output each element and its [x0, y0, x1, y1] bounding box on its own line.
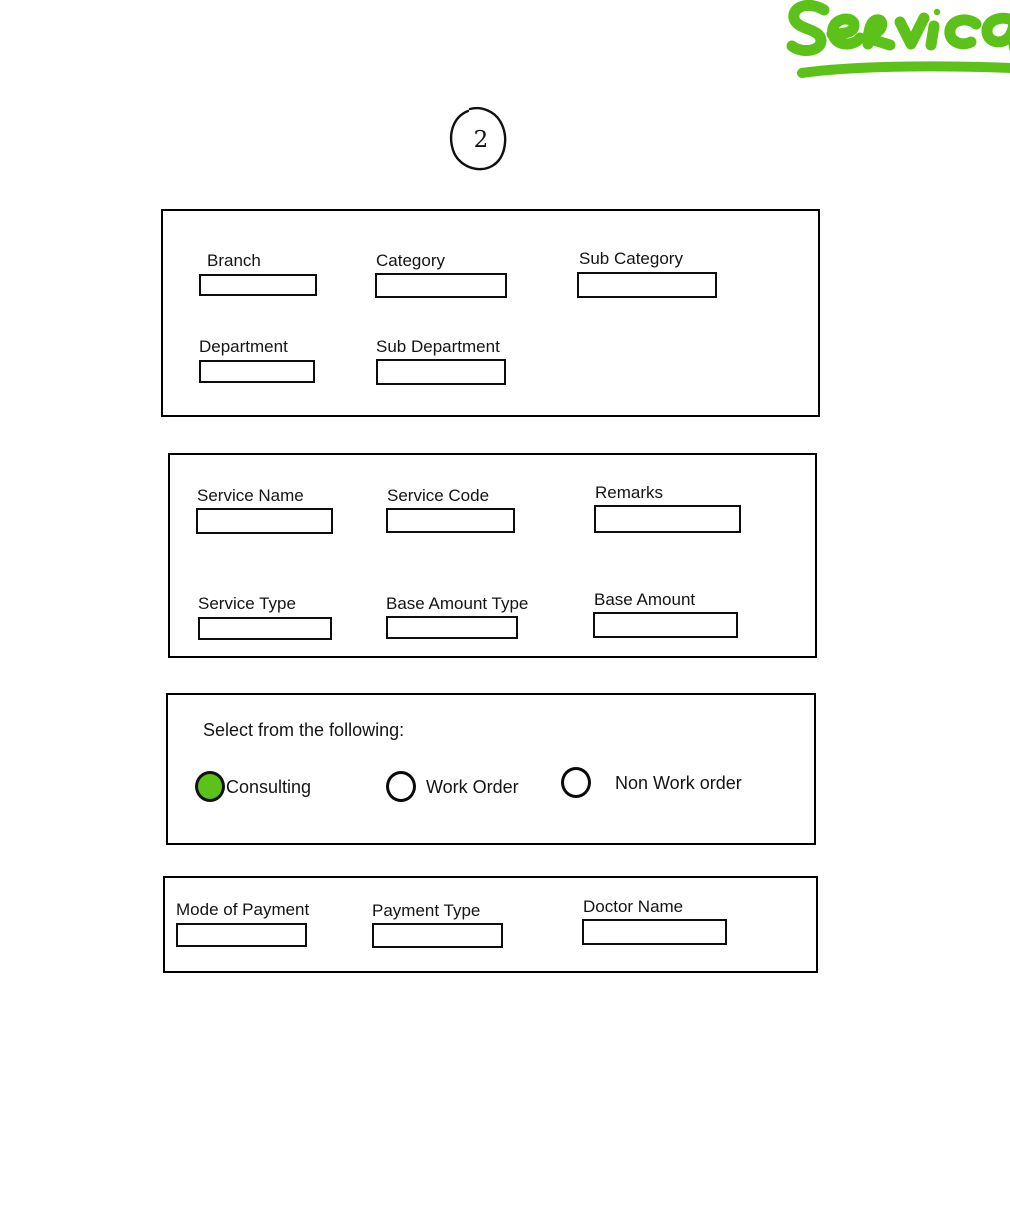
radio-selected-icon[interactable] — [195, 771, 225, 802]
sub-category-input[interactable] — [577, 272, 717, 298]
radio-option-non-work-order[interactable]: Non Work order — [561, 767, 742, 798]
radio-option-work-order-label: Work Order — [426, 776, 519, 797]
field-payment-type-label: Payment Type — [372, 901, 481, 920]
field-service-code-label: Service Code — [387, 486, 490, 505]
field-base-amount: Base Amount — [593, 590, 738, 638]
field-sub-department: Sub Department — [376, 337, 506, 385]
classification-panel: Branch Category Sub Category Department … — [161, 209, 820, 417]
base-amount-input[interactable] — [593, 612, 738, 638]
service-type-input[interactable] — [198, 617, 332, 640]
department-input[interactable] — [199, 360, 315, 383]
selection-prompt: Select from the following: — [203, 720, 405, 740]
field-doctor-name-label: Doctor Name — [583, 897, 684, 916]
base-amount-type-input[interactable] — [386, 616, 518, 639]
field-base-amount-label: Base Amount — [594, 590, 696, 609]
doctor-name-input[interactable] — [582, 919, 727, 945]
category-input[interactable] — [375, 273, 507, 298]
sub-department-input[interactable] — [376, 359, 506, 385]
field-mode-of-payment-label: Mode of Payment — [176, 900, 310, 919]
radio-option-consulting-label: Consulting — [226, 776, 312, 797]
field-base-amount-type-label: Base Amount Type — [386, 594, 529, 613]
field-service-type-label: Service Type — [198, 594, 296, 613]
payment-panel: Mode of Payment Payment Type Doctor Name — [163, 876, 818, 973]
radio-option-consulting[interactable]: Consulting — [195, 771, 311, 802]
page-number-label: 2 — [473, 127, 489, 153]
radio-unselected-icon[interactable] — [561, 767, 591, 798]
service-code-input[interactable] — [386, 508, 515, 533]
field-department-label: Department — [199, 337, 288, 356]
branch-input[interactable] — [199, 274, 317, 296]
selection-panel: Select from the following: Consulting Wo… — [166, 693, 816, 845]
field-remarks: Remarks — [594, 483, 741, 533]
field-remarks-label: Remarks — [595, 483, 664, 502]
field-base-amount-type: Base Amount Type — [386, 594, 528, 639]
radio-unselected-icon[interactable] — [386, 771, 416, 802]
field-service-type: Service Type — [198, 594, 332, 640]
field-service-name: Service Name — [196, 486, 333, 534]
remarks-input[interactable] — [594, 505, 741, 533]
field-category-label: Category — [376, 251, 445, 270]
radio-option-work-order[interactable]: Work Order — [386, 771, 519, 802]
field-branch-label: Branch — [207, 251, 261, 270]
page-number-circle: 2 — [440, 100, 520, 180]
radio-option-non-work-order-label: Non Work order — [615, 772, 742, 793]
field-branch: Branch — [199, 251, 317, 296]
field-category: Category — [375, 251, 507, 298]
field-mode-of-payment: Mode of Payment — [176, 900, 309, 947]
mode-of-payment-input[interactable] — [176, 923, 307, 947]
handwritten-title-service — [780, 0, 1010, 93]
field-service-code: Service Code — [386, 486, 515, 533]
field-doctor-name: Doctor Name — [582, 897, 727, 945]
service-name-input[interactable] — [196, 508, 333, 534]
field-service-name-label: Service Name — [197, 486, 304, 505]
field-sub-category-label: Sub Category — [579, 249, 683, 268]
field-payment-type: Payment Type — [372, 901, 503, 948]
field-sub-category: Sub Category — [577, 249, 717, 298]
field-department: Department — [199, 337, 315, 383]
service-details-panel: Service Name Service Code Remarks Servic… — [168, 453, 817, 658]
payment-type-input[interactable] — [372, 923, 503, 948]
field-sub-department-label: Sub Department — [376, 337, 500, 356]
